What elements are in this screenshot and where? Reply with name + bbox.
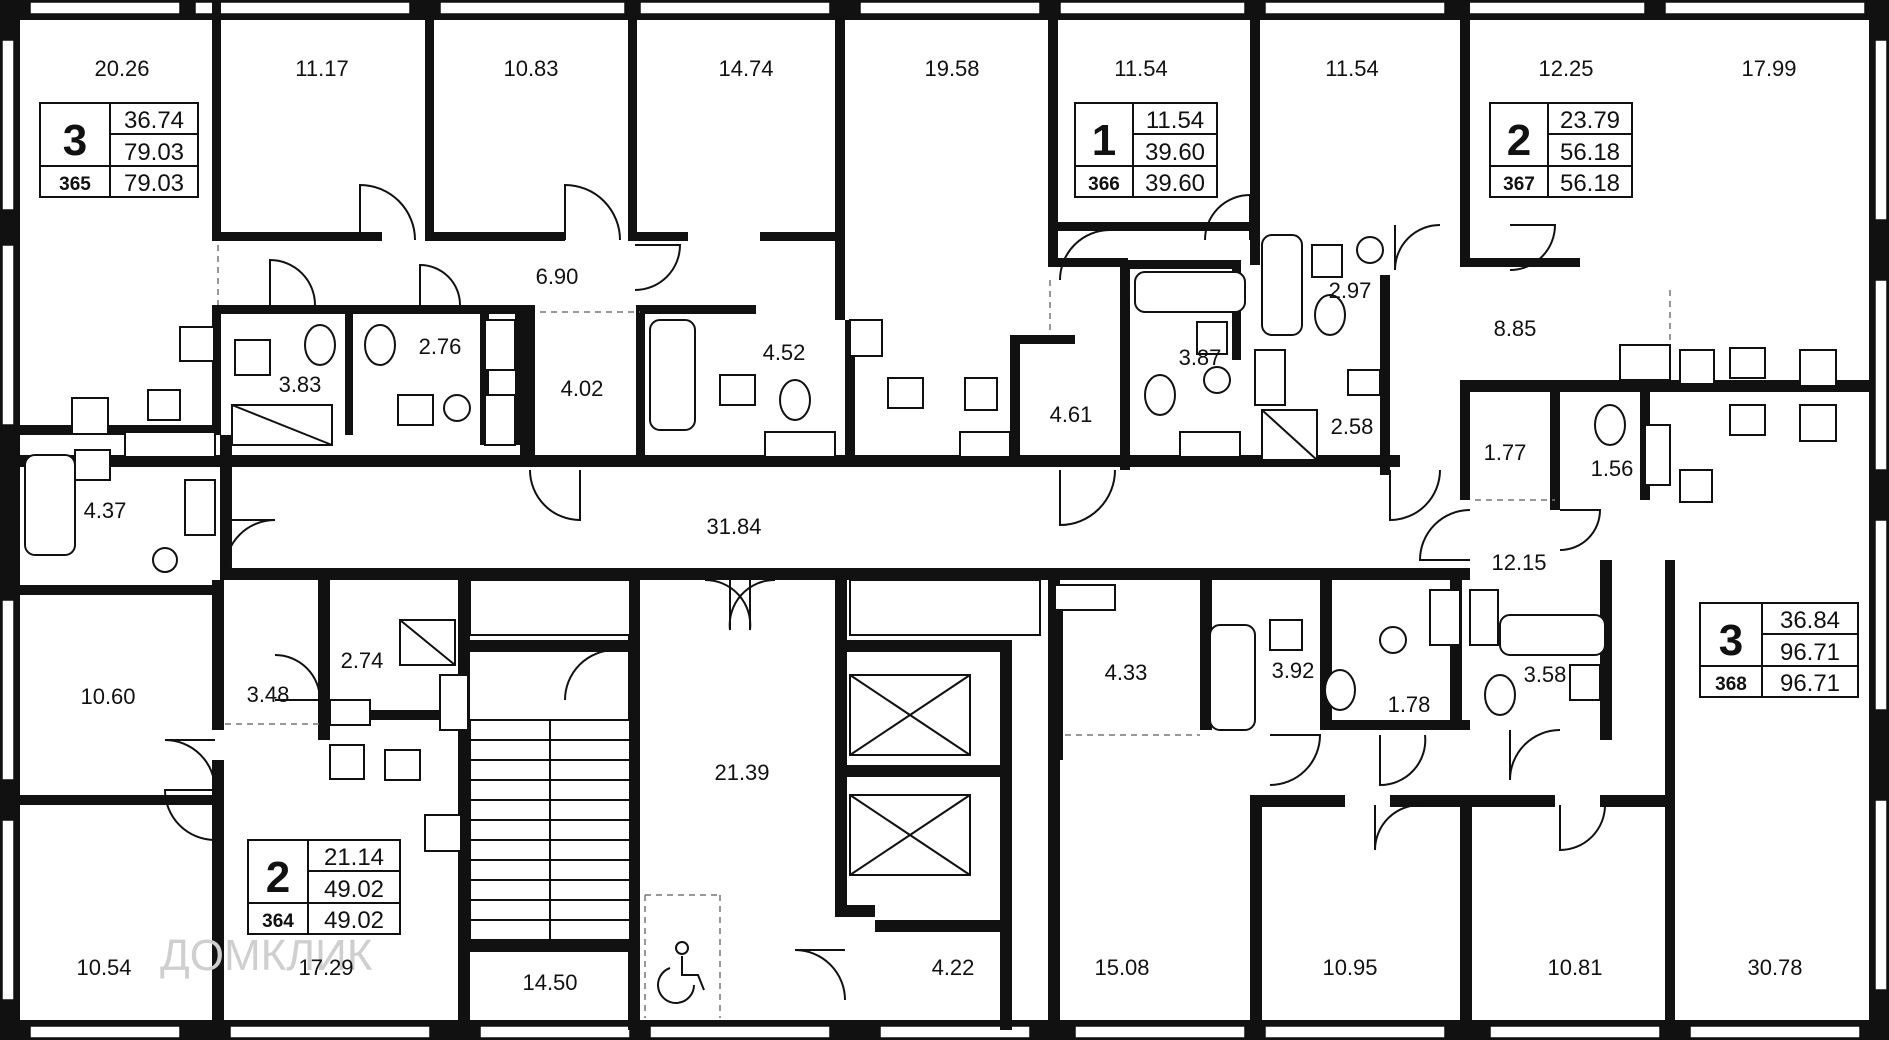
zone-separators <box>217 245 1671 1018</box>
apartment-total-area: 96.71 <box>1780 639 1840 666</box>
room-area-label: 10.81 <box>1547 955 1602 980</box>
room-area-label: 2.97 <box>1329 278 1372 303</box>
apartment-living-area: 21.14 <box>324 844 384 871</box>
room-area-label: 3.58 <box>1524 662 1567 687</box>
apartment-rooms: 1 <box>1092 116 1116 165</box>
room-area-label: 14.50 <box>522 970 577 995</box>
room-area-label: 3.83 <box>279 372 322 397</box>
apartment-living-area: 23.79 <box>1560 107 1620 134</box>
room-area-label: 31.84 <box>706 514 761 539</box>
apartment-badge-367[interactable]: 2 23.79 56.18 367 56.18 <box>1489 102 1633 198</box>
room-area-label: 4.02 <box>561 376 604 401</box>
room-area-label: 4.61 <box>1050 402 1093 427</box>
room-area-label: 6.90 <box>536 264 579 289</box>
room-area-label: 11.17 <box>295 56 348 81</box>
fixtures <box>24 234 1837 1004</box>
room-area-label: 4.52 <box>763 340 806 365</box>
apartment-number: 364 <box>262 911 294 932</box>
room-area-label: 19.58 <box>924 56 979 81</box>
room-area-label: 4.33 <box>1105 660 1148 685</box>
room-area-label: 20.26 <box>94 56 149 81</box>
room-labels: 20.26 11.17 10.83 14.74 19.58 11.54 11.5… <box>76 56 1802 995</box>
door-swings <box>163 183 1606 1001</box>
apartment-number: 366 <box>1088 174 1120 195</box>
apartment-area: 96.71 <box>1780 670 1840 697</box>
apartment-number: 367 <box>1503 174 1535 195</box>
apartment-total-area: 49.02 <box>324 876 384 903</box>
windows-sides <box>1 39 1888 1001</box>
room-area-label: 12.25 <box>1538 56 1593 81</box>
apartment-total-area: 39.60 <box>1145 139 1205 166</box>
apartment-number: 365 <box>59 174 91 195</box>
apartment-badge-368[interactable]: 3 36.84 96.71 368 96.71 <box>1699 602 1859 698</box>
apartment-number: 368 <box>1715 674 1747 695</box>
room-area-label: 11.54 <box>1325 56 1378 81</box>
room-area-label: 10.95 <box>1322 955 1377 980</box>
room-area-label: 17.99 <box>1741 56 1796 81</box>
room-area-label: 3.92 <box>1272 658 1315 683</box>
room-area-label: 2.58 <box>1331 414 1374 439</box>
apartment-area: 49.02 <box>324 907 384 934</box>
room-area-label: 4.37 <box>84 498 127 523</box>
room-area-label: 11.54 <box>1114 56 1167 81</box>
apartment-living-area: 11.54 <box>1146 107 1204 134</box>
watermark: ДОМКЛИК <box>160 931 373 980</box>
apartment-area: 56.18 <box>1560 170 1620 197</box>
windows-top <box>29 1 1866 15</box>
room-area-label: 8.85 <box>1494 316 1537 341</box>
apartment-living-area: 36.74 <box>124 107 184 134</box>
room-area-label: 3.87 <box>1179 345 1222 370</box>
room-area-label: 10.60 <box>80 684 135 709</box>
apartment-badge-366[interactable]: 1 11.54 39.60 366 39.60 <box>1074 102 1218 198</box>
room-area-label: 2.74 <box>341 648 384 673</box>
room-area-label: 15.08 <box>1094 955 1149 980</box>
room-area-label: 1.77 <box>1484 440 1527 465</box>
room-area-label: 10.83 <box>503 56 558 81</box>
apartment-badge-364[interactable]: 2 21.14 49.02 364 49.02 <box>247 839 401 935</box>
room-area-label: 10.54 <box>76 955 131 980</box>
room-area-label: 2.76 <box>419 334 462 359</box>
windows-bottom <box>29 1025 1861 1039</box>
room-area-label: 1.78 <box>1388 692 1431 717</box>
room-area-label: 30.78 <box>1747 955 1802 980</box>
apartment-total-area: 56.18 <box>1560 139 1620 166</box>
room-area-label: 4.22 <box>932 955 975 980</box>
apartment-area: 79.03 <box>124 170 184 197</box>
room-area-label: 12.15 <box>1491 550 1546 575</box>
apartment-area: 39.60 <box>1145 170 1205 197</box>
apartment-rooms: 3 <box>63 116 87 165</box>
room-area-label: 21.39 <box>714 760 769 785</box>
room-area-label: 14.74 <box>718 56 773 81</box>
room-area-label: 3.48 <box>247 682 290 707</box>
apartment-total-area: 79.03 <box>124 139 184 166</box>
apartment-living-area: 36.84 <box>1780 607 1840 634</box>
room-area-label: 1.56 <box>1591 456 1634 481</box>
room-area-label: 17.29 <box>298 955 353 980</box>
apartment-rooms: 3 <box>1719 616 1743 665</box>
apartment-badge-365[interactable]: 3 36.74 79.03 365 79.03 <box>39 102 199 198</box>
apartment-rooms: 2 <box>1507 116 1531 165</box>
apartment-rooms: 2 <box>266 853 290 902</box>
